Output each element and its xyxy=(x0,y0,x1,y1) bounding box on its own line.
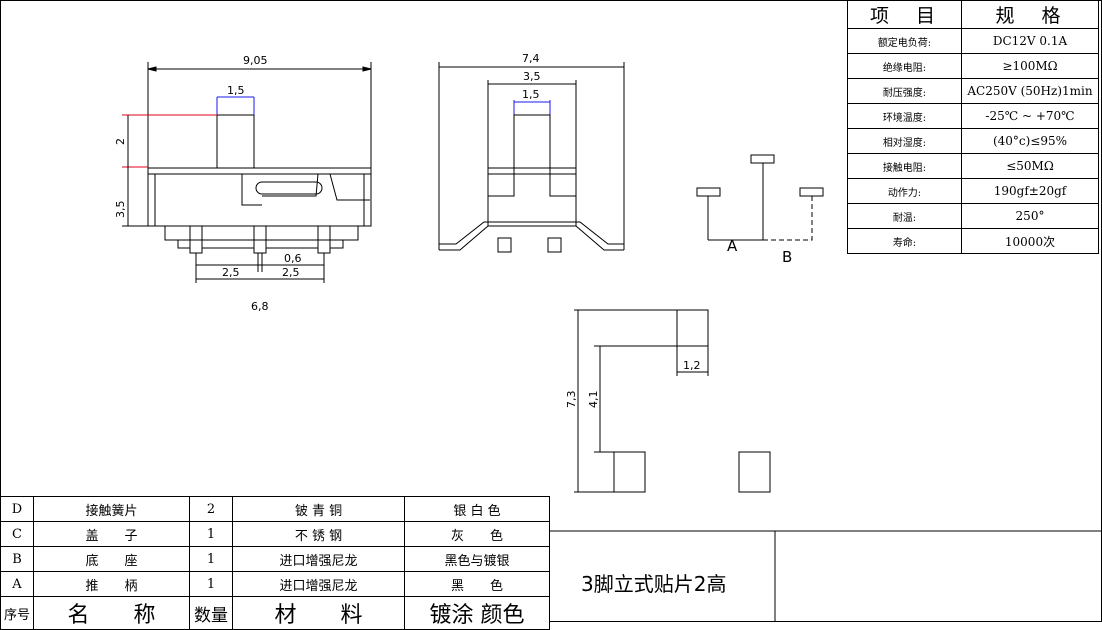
spec-label: 额定电负荷: xyxy=(848,29,962,54)
spec-label: 绝缘电阻: xyxy=(848,54,962,79)
spec-row: 耐温:250° xyxy=(848,204,1099,229)
front-view xyxy=(122,62,371,283)
spec-label: 相对湿度: xyxy=(848,129,962,154)
bom-material: 不 锈 钢 xyxy=(233,522,405,547)
bom-no: C xyxy=(1,522,34,547)
dim-side-total: 7,4 xyxy=(522,52,540,65)
dim-side-lever: 1,5 xyxy=(522,88,540,101)
pad-dimension-labels: 7,3 4,1 1,2 xyxy=(565,359,701,408)
spec-value: ≤50MΩ xyxy=(962,154,1099,179)
bom-no: B xyxy=(1,547,34,572)
dim-pin-pitch-left: 2,5 xyxy=(222,266,240,279)
spec-row: 额定电负荷:DC12V 0.1A xyxy=(848,29,1099,54)
bom-finish: 灰 色 xyxy=(405,522,550,547)
spec-label: 环境温度: xyxy=(848,104,962,129)
spec-label: 动作力: xyxy=(848,179,962,204)
spec-label: 耐压强度: xyxy=(848,79,962,104)
bom-header-no: 序号 xyxy=(1,597,34,630)
bom-name: 底 座 xyxy=(34,547,190,572)
bom-finish: 黑色与镀银 xyxy=(405,547,550,572)
bom-name: 接触簧片 xyxy=(34,497,190,522)
drawing-title: 3脚立式贴片2高 xyxy=(581,568,726,597)
schematic-label-a: A xyxy=(727,237,738,255)
bom-no: A xyxy=(1,572,34,597)
spec-row: 环境温度:-25℃ ~ +70℃ xyxy=(848,104,1099,129)
bom-qty: 1 xyxy=(190,572,233,597)
bom-row: C 盖 子 1 不 锈 钢 灰 色 xyxy=(1,522,550,547)
spec-row: 接触电阻:≤50MΩ xyxy=(848,154,1099,179)
bom-material: 铍 青 铜 xyxy=(233,497,405,522)
dim-front-lever-height: 2 xyxy=(114,138,127,145)
dim-pad-offset: 4,1 xyxy=(587,391,600,409)
bom-name: 推 柄 xyxy=(34,572,190,597)
schematic-label-b: B xyxy=(782,248,792,266)
dim-front-lever: 1,5 xyxy=(227,84,245,97)
spec-value: (40°c)≤95% xyxy=(962,129,1099,154)
spec-header-value: 规 格 xyxy=(962,1,1099,29)
bom-qty: 1 xyxy=(190,547,233,572)
dim-pin-span: 6,8 xyxy=(251,300,269,313)
dim-side-body: 3,5 xyxy=(523,70,541,83)
spec-row: 耐压强度:AC250V (50Hz)1min xyxy=(848,79,1099,104)
dim-front-width: 9,05 xyxy=(243,54,268,67)
bom-finish: 银 白 色 xyxy=(405,497,550,522)
schematic-labels: A B xyxy=(727,237,792,266)
spec-value: DC12V 0.1A xyxy=(962,29,1099,54)
bom-row: D 接触簧片 2 铍 青 铜 银 白 色 xyxy=(1,497,550,522)
bom-header-qty: 数量 xyxy=(190,597,233,630)
dim-pad-total-height: 7,3 xyxy=(565,391,578,409)
dim-pad-width: 1,2 xyxy=(683,359,701,372)
dim-pin-width: 0,6 xyxy=(284,252,302,265)
spec-row: 相对湿度:(40°c)≤95% xyxy=(848,129,1099,154)
side-dimension-labels: 7,4 3,5 1,5 xyxy=(522,52,541,101)
bom-header-name: 名 称 xyxy=(34,597,190,630)
pad-layout xyxy=(574,310,770,492)
bom-header-finish: 镀涂 颜色 xyxy=(405,597,550,630)
bom-table: D 接触簧片 2 铍 青 铜 银 白 色 C 盖 子 1 不 锈 钢 灰 色 B… xyxy=(0,496,550,630)
dim-front-body-height: 3,5 xyxy=(114,201,127,219)
bom-material: 进口增强尼龙 xyxy=(233,547,405,572)
spec-value: -25℃ ~ +70℃ xyxy=(962,104,1099,129)
bom-material: 进口增强尼龙 xyxy=(233,572,405,597)
spec-row: 寿命:10000次 xyxy=(848,229,1099,254)
dim-pin-pitch-right: 2,5 xyxy=(282,266,300,279)
spec-row: 绝缘电阻:≥100MΩ xyxy=(848,54,1099,79)
bom-no: D xyxy=(1,497,34,522)
bom-name: 盖 子 xyxy=(34,522,190,547)
bom-row: A 推 柄 1 进口增强尼龙 黑 色 xyxy=(1,572,550,597)
bom-row: B 底 座 1 进口增强尼龙 黑色与镀银 xyxy=(1,547,550,572)
spec-header-item: 项 目 xyxy=(848,1,962,29)
bom-header-row: 序号 名 称 数量 材 料 镀涂 颜色 xyxy=(1,597,550,630)
spec-value: AC250V (50Hz)1min xyxy=(962,79,1099,104)
spec-label: 接触电阻: xyxy=(848,154,962,179)
bom-finish: 黑 色 xyxy=(405,572,550,597)
spec-table: 项 目 规 格 额定电负荷:DC12V 0.1A 绝缘电阻:≥100MΩ 耐压强… xyxy=(847,0,1099,254)
bom-header-material: 材 料 xyxy=(233,597,405,630)
spec-value: ≥100MΩ xyxy=(962,54,1099,79)
spec-label: 耐温: xyxy=(848,204,962,229)
bom-qty: 2 xyxy=(190,497,233,522)
spec-value: 10000次 xyxy=(962,229,1099,254)
bom-qty: 1 xyxy=(190,522,233,547)
front-dimension-labels: 9,05 1,5 2 3,5 2,5 0,6 2,5 6,8 xyxy=(114,54,302,313)
spec-value: 190gf±20gf xyxy=(962,179,1099,204)
switch-schematic xyxy=(697,155,823,240)
spec-label: 寿命: xyxy=(848,229,962,254)
spec-value: 250° xyxy=(962,204,1099,229)
spec-row: 动作力:190gf±20gf xyxy=(848,179,1099,204)
